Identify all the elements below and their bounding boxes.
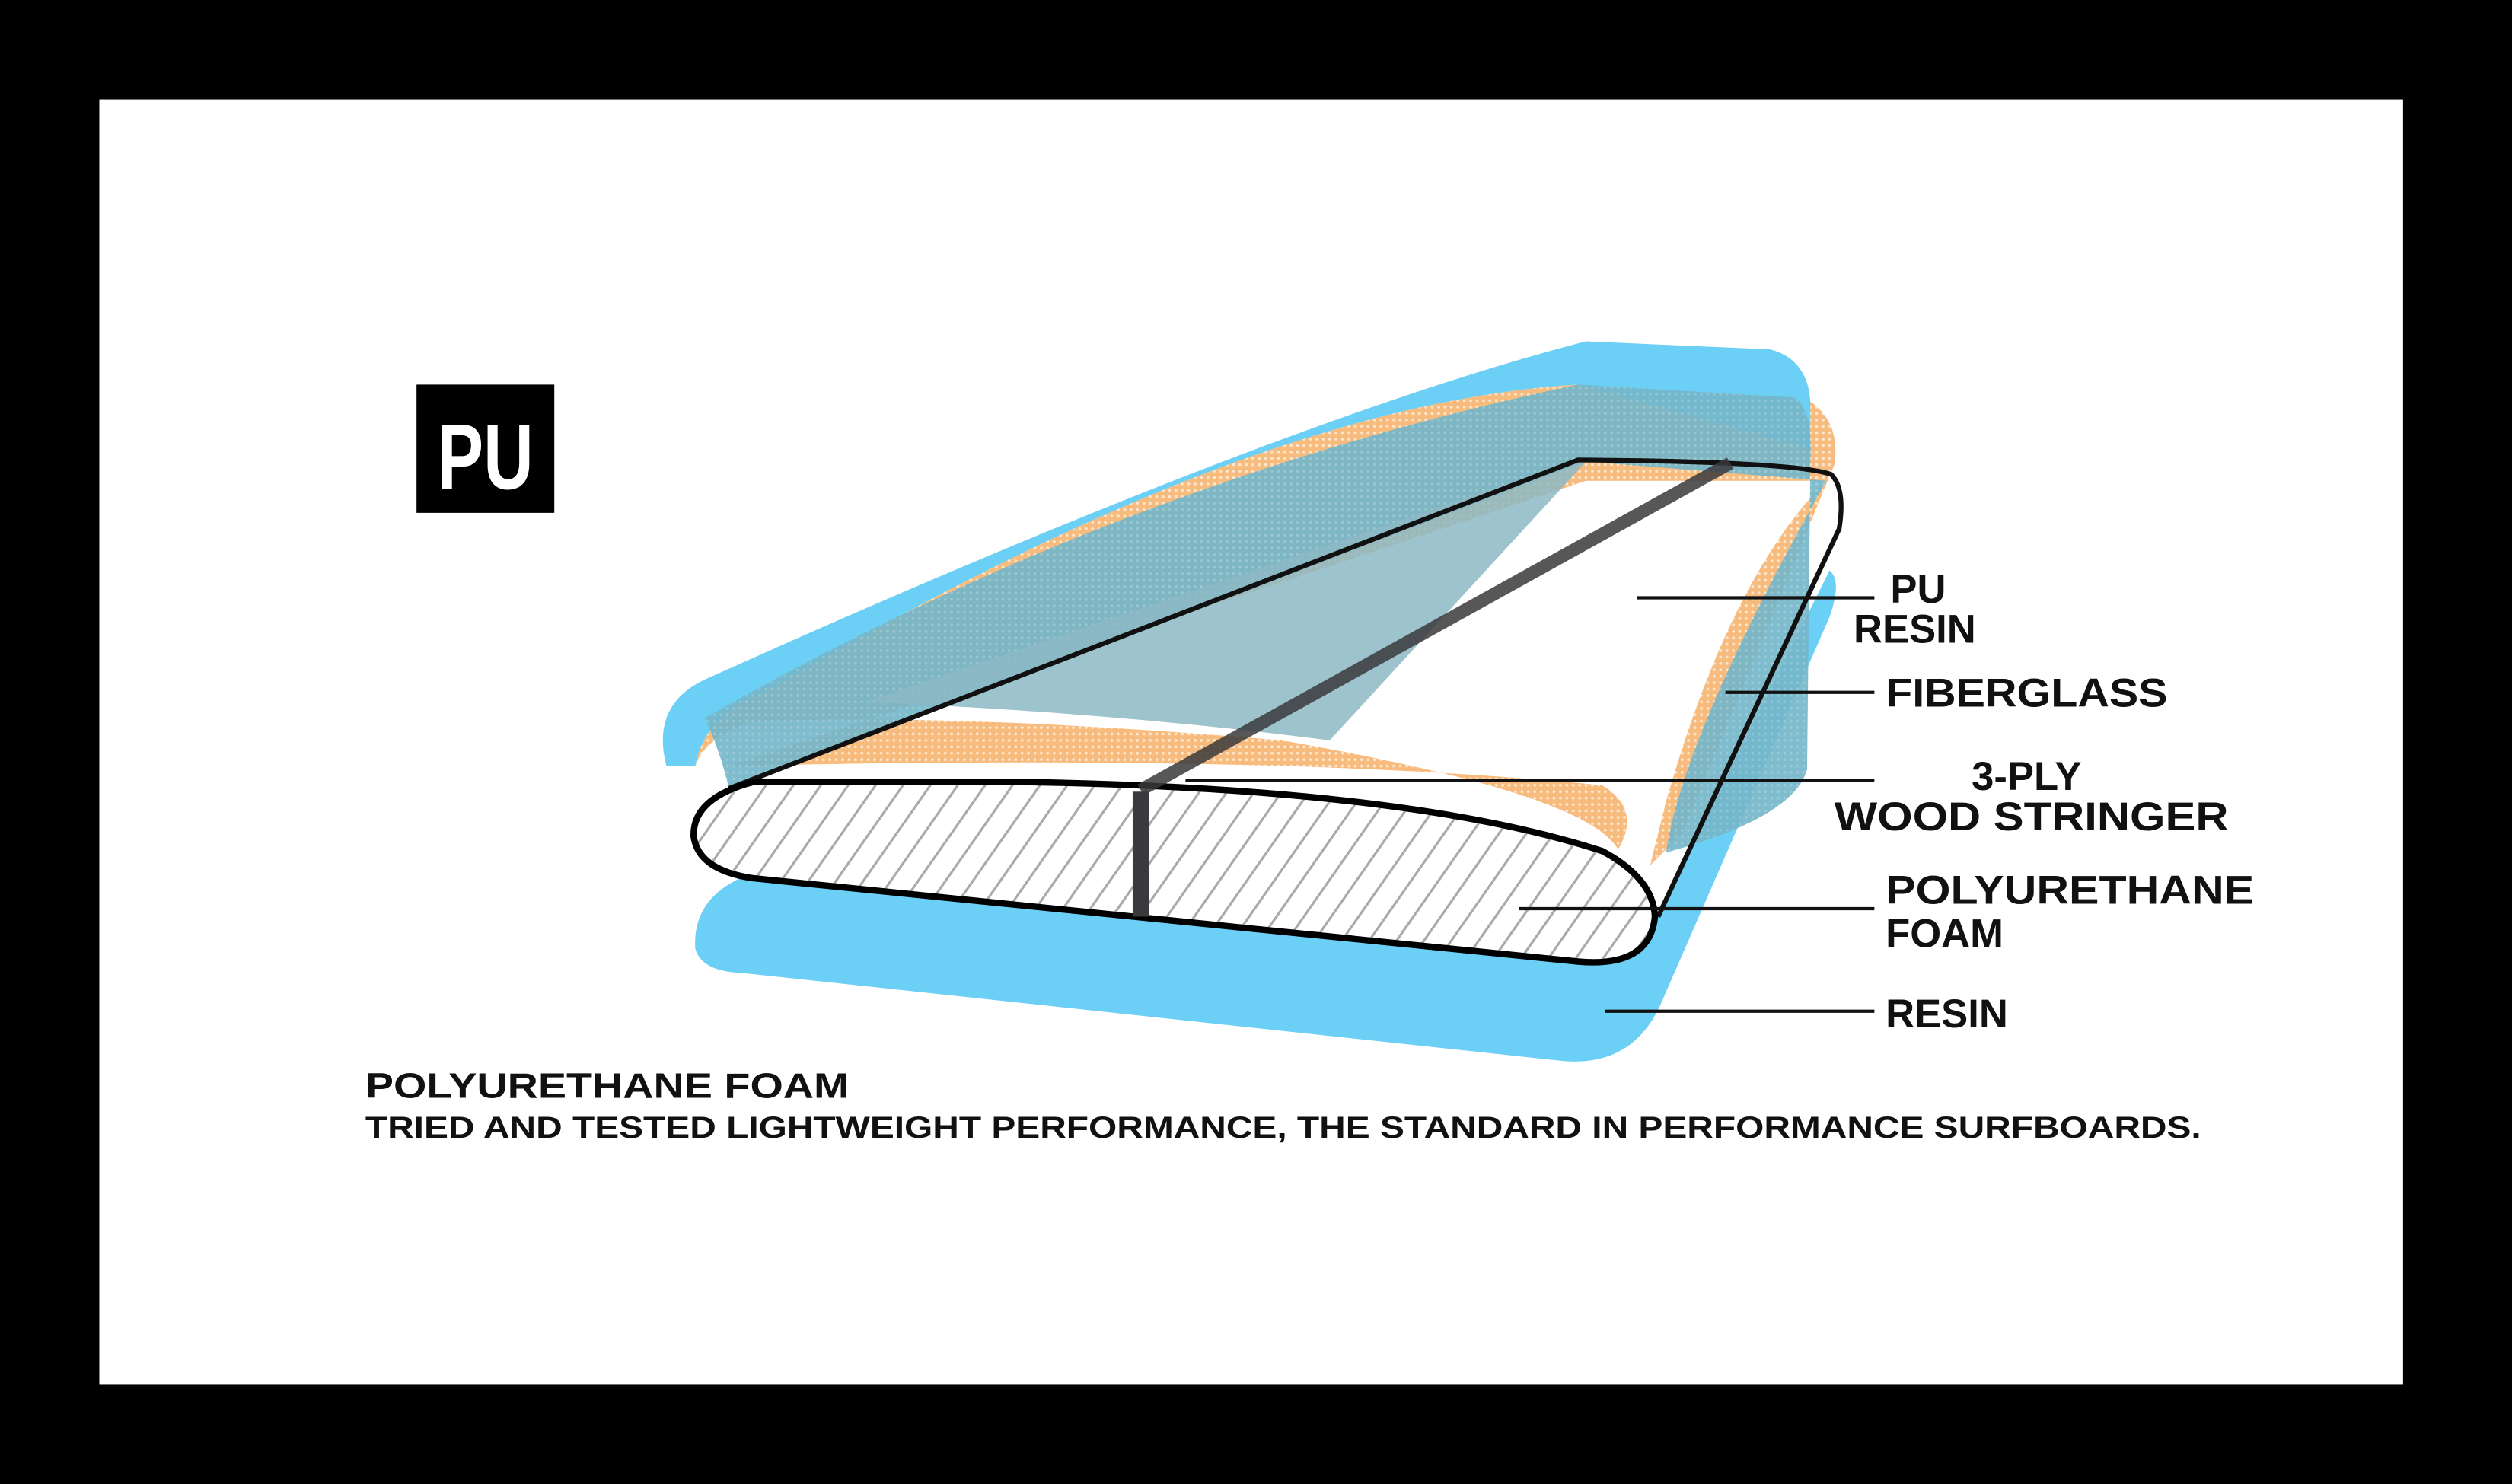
label-3-ply: 3-PLY — [1972, 754, 2081, 799]
fiberglass-layer — [695, 384, 1836, 866]
label-wood-stringer: WOOD STRINGER — [1835, 795, 2229, 839]
label-fiberglass: FIBERGLASS — [1886, 671, 2167, 716]
foam-cross-section — [690, 779, 1659, 966]
caption-title: POLYURETHANE FOAM — [365, 1065, 850, 1105]
top-resin-over-fiberglass — [865, 460, 1586, 740]
label-pu: PU — [1890, 567, 1946, 612]
top-resin-layer-tail — [662, 341, 1811, 766]
board-top-outline — [728, 457, 1844, 918]
label-foam: FOAM — [1886, 912, 2004, 957]
leader-lines — [1185, 596, 1875, 1013]
label-polyurethane: POLYURETHANE — [1886, 868, 2254, 913]
top-resin-layer-overlay — [705, 384, 1827, 853]
label-resin-bottom: RESIN — [1886, 992, 2008, 1037]
pu-badge-label: PU — [438, 404, 534, 508]
stringer-top-line — [1137, 457, 1734, 796]
caption-subtitle: TRIED AND TESTED LIGHTWEIGHT PERFORMANCE… — [365, 1111, 2201, 1145]
label-resin-top: RESIN — [1854, 607, 1976, 651]
pu-badge: PU — [416, 384, 555, 513]
